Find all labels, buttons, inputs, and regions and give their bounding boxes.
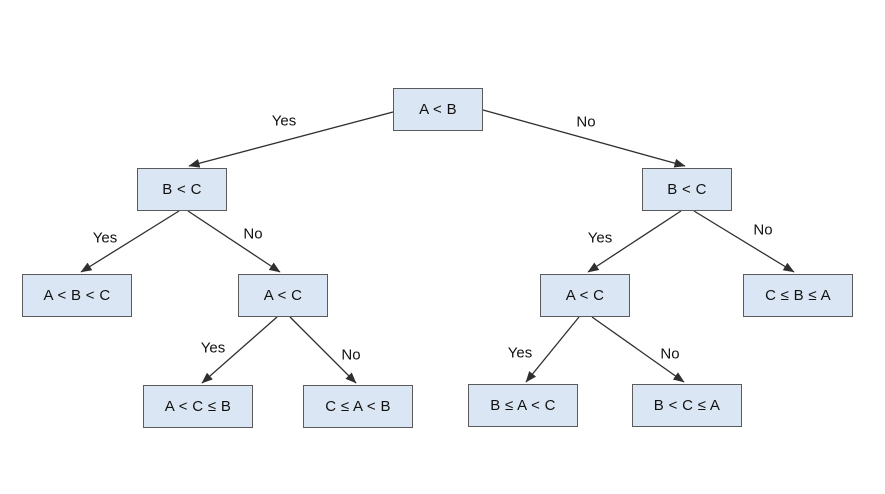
edge-label-root-no: No [576, 113, 596, 131]
edge-rightbc-no [693, 210, 795, 273]
edge-leftbc-no [187, 210, 281, 273]
node-root-a-lt-b: A < B [393, 88, 483, 131]
node-right-a-lt-c: A < C [540, 274, 630, 317]
edge-label-leftac-no: No [341, 346, 361, 364]
edge-leftbc-yes [80, 210, 180, 273]
edge-label-leftac-yes: Yes [200, 339, 226, 357]
node-leaf-b-a-c: B ≤ A < C [468, 384, 578, 427]
edge-rightbc-yes [587, 210, 682, 273]
edge-label-leftbc-yes: Yes [92, 229, 118, 247]
node-leaf-c-a-b: C ≤ A < B [303, 385, 413, 428]
edge-label-rightbc-yes: Yes [587, 229, 613, 247]
edge-leftac-yes [201, 316, 278, 384]
edge-label-rightac-yes: Yes [507, 344, 533, 362]
node-right-b-lt-c: B < C [642, 168, 732, 211]
edge-root-no [482, 109, 686, 168]
edge-rightac-yes [525, 316, 580, 383]
edge-label-leftbc-no: No [243, 225, 263, 243]
edge-rightac-no [591, 316, 685, 383]
edge-root-yes [188, 111, 394, 168]
node-leaf-a-b-c: A < B < C [22, 274, 132, 317]
node-left-a-lt-c: A < C [238, 274, 328, 317]
node-leaf-b-c-a: B < C ≤ A [632, 384, 742, 427]
node-leaf-a-c-b: A < C ≤ B [143, 385, 253, 428]
edge-leftac-no [289, 316, 357, 384]
edge-label-root-yes: Yes [271, 112, 297, 130]
edge-label-rightac-no: No [660, 345, 680, 363]
edge-label-rightbc-no: No [753, 221, 773, 239]
node-left-b-lt-c: B < C [137, 168, 227, 211]
node-leaf-c-b-a: C ≤ B ≤ A [743, 274, 853, 317]
